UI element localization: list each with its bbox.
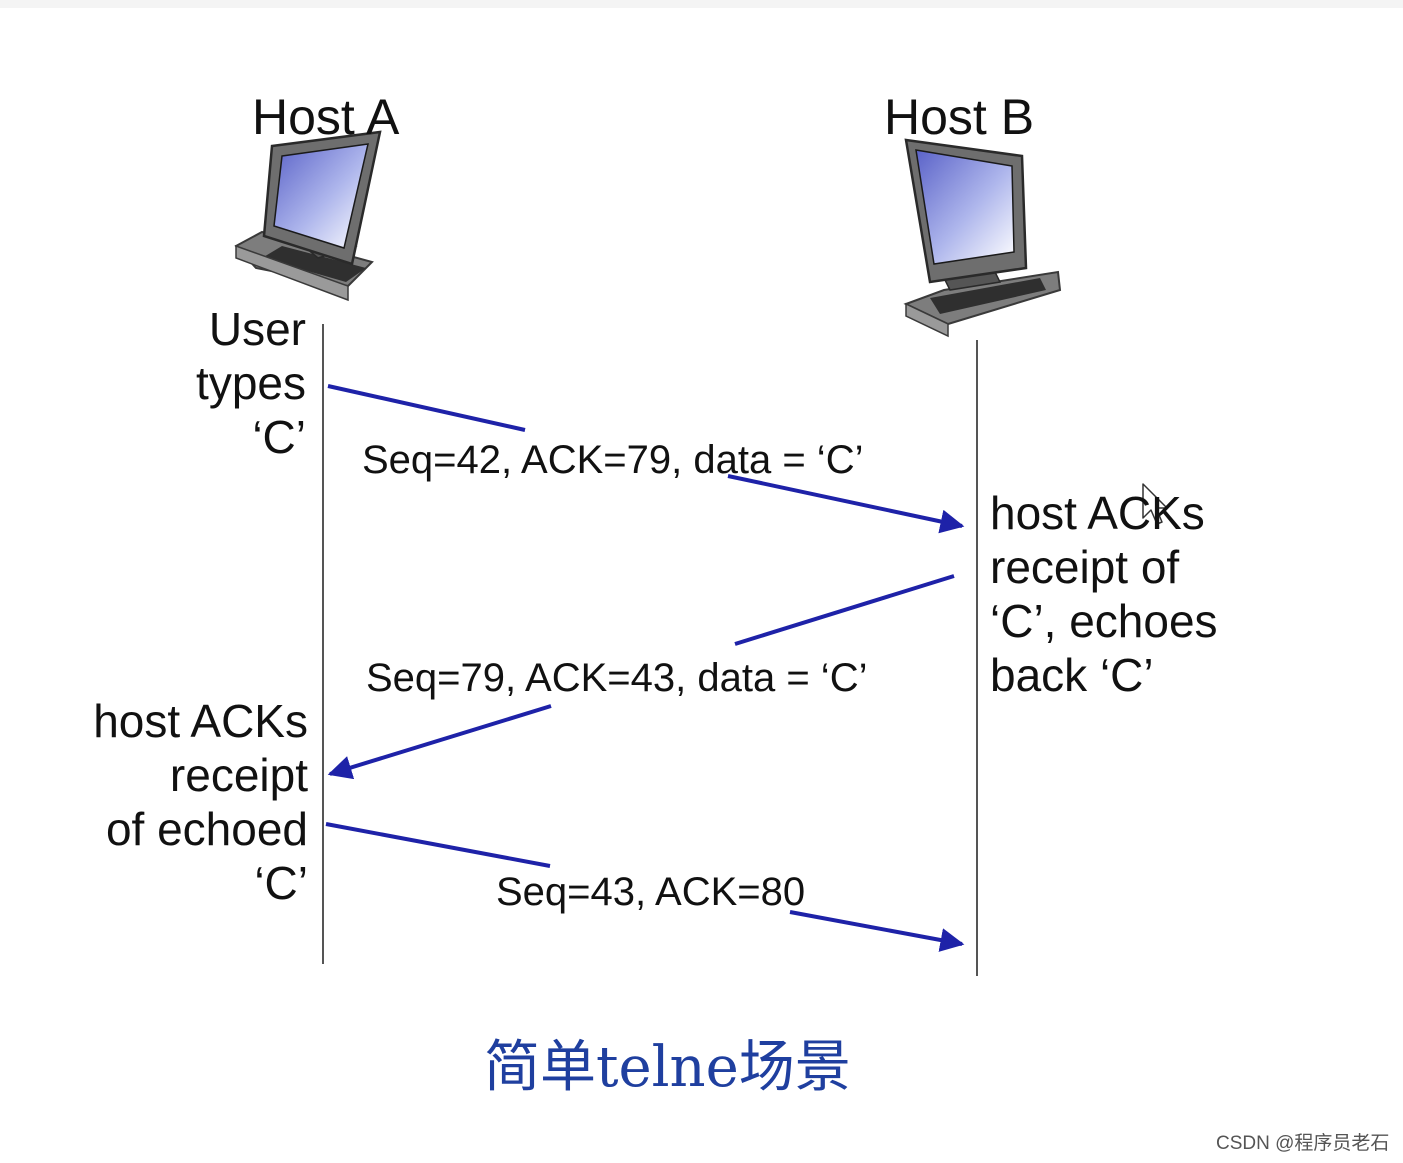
host-b-ack-note: host ACKs receipt of ‘C’, echoes back ‘C… <box>990 486 1290 702</box>
mouse-cursor-icon <box>1142 483 1168 525</box>
host-a-ack-note: host ACKs receipt of echoed ‘C’ <box>80 694 308 910</box>
message-arrow-1 <box>327 384 965 534</box>
host-a-ack-line: receipt <box>169 749 308 801</box>
message-label-1: Seq=42, ACK=79, data = ‘C’ <box>362 438 864 482</box>
diagram-caption: 简单telne场景 <box>484 1035 851 1100</box>
host-a-ack-line: of echoed <box>105 803 308 855</box>
message-arrow-2 <box>327 574 955 780</box>
host-b-ack-line: receipt of <box>990 541 1180 593</box>
user-types-note: User types ‘C’ <box>150 302 306 464</box>
top-band <box>0 0 1403 8</box>
message-label-2: Seq=79, ACK=43, data = ‘C’ <box>366 656 868 700</box>
host-a-label: Host A <box>252 89 400 145</box>
message-arrow-3 <box>325 822 965 952</box>
user-types-line: User <box>208 303 306 355</box>
user-types-line: ‘C’ <box>252 411 306 463</box>
host-b-computer-icon <box>903 138 1062 338</box>
host-b-ack-line: ‘C’, echoes <box>990 595 1218 647</box>
host-b-ack-line: host ACKs <box>990 487 1205 539</box>
message-label-3: Seq=43, ACK=80 <box>496 870 806 914</box>
host-a-computer-icon <box>234 130 382 302</box>
user-types-line: types <box>196 357 306 409</box>
host-b-label: Host B <box>884 89 1035 145</box>
host-a-ack-line: ‘C’ <box>254 857 308 909</box>
host-a-ack-line: host ACKs <box>93 695 308 747</box>
csdn-watermark: CSDN @程序员老石 <box>1216 1133 1390 1154</box>
host-b-ack-line: back ‘C’ <box>990 649 1154 701</box>
